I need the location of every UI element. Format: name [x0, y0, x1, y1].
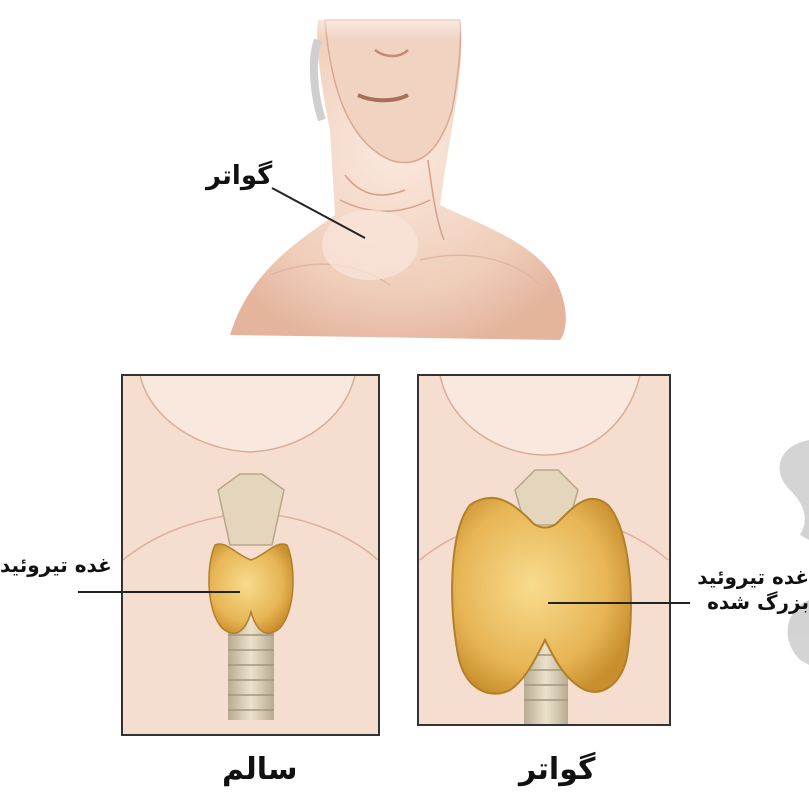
goiter-caption: گواتر	[519, 752, 595, 787]
enlarged-thyroid-label: غده تیروئید بزرگ شده	[668, 565, 809, 615]
healthy-thyroid-label: غده تیروئید	[0, 553, 130, 578]
top-goiter-label: گواتر	[206, 160, 272, 193]
man-neck-figure	[230, 0, 566, 340]
healthy-caption: سالم	[222, 752, 298, 787]
watermark-shape	[780, 440, 809, 665]
goiter-panel	[418, 375, 690, 725]
